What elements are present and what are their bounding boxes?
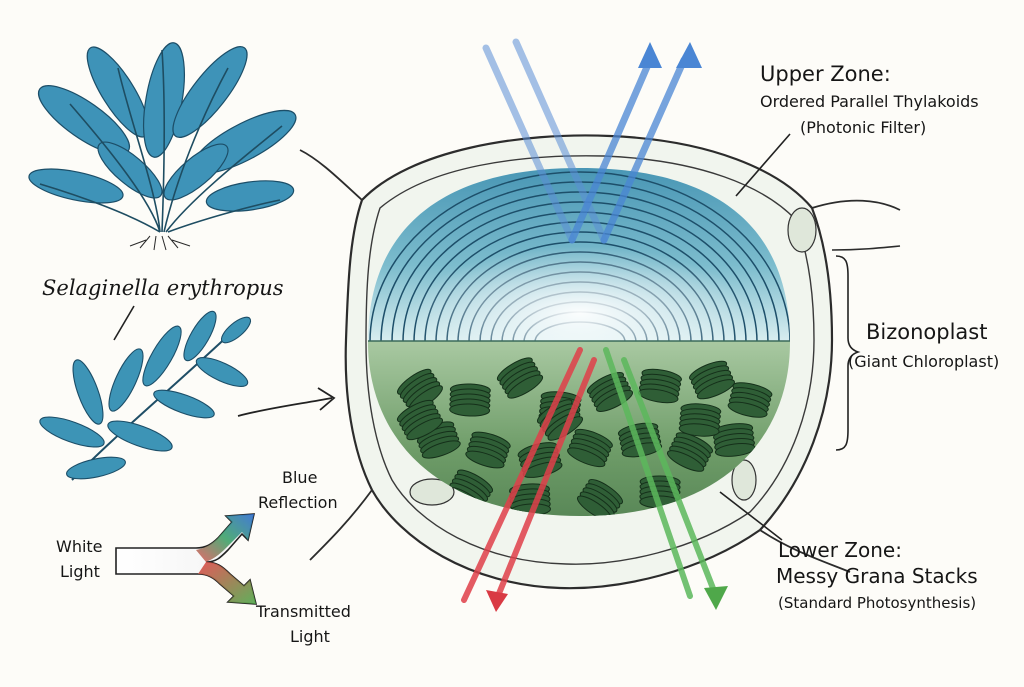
grana-stack	[496, 357, 544, 399]
grana-stack	[397, 368, 443, 412]
upper-zone-line1: Ordered Parallel Thylakoids	[760, 92, 979, 111]
upper-zone-title: Upper Zone:	[760, 62, 891, 86]
legend-transmitted-line1: Transmitted	[256, 602, 351, 621]
annotation-leaders	[719, 133, 861, 541]
species-leader-line	[113, 305, 135, 341]
fern-plant-icon	[28, 42, 297, 251]
grana-stack	[449, 383, 491, 417]
curved-arrow-icon	[237, 387, 336, 417]
lower-zone-line1: Messy Grana Stacks	[776, 564, 978, 588]
legend-reflected-line2: Reflection	[258, 493, 338, 512]
lower-zone-title: Lower Zone:	[778, 538, 902, 562]
grana-stack	[396, 399, 444, 441]
upper-zone-line2: (Photonic Filter)	[800, 118, 927, 137]
grana-stack	[576, 478, 624, 516]
bizonoplast-title: Bizonoplast	[866, 320, 988, 344]
species-name: Selaginella erythropus	[42, 276, 284, 300]
grana-stack	[567, 428, 613, 468]
legend-input-line1: White	[56, 537, 103, 556]
legend-transmitted-line2: Light	[290, 627, 330, 646]
fern-frond-icon	[39, 310, 252, 481]
grana-stack	[666, 432, 714, 472]
legend-reflected-line1: Blue	[282, 468, 318, 487]
legend-input-line2: Light	[60, 562, 100, 581]
grana-stack	[638, 368, 682, 404]
grana-stack	[678, 403, 722, 437]
grana-stack	[689, 360, 735, 400]
light-rays	[461, 38, 728, 612]
grana-stack	[727, 382, 773, 418]
grana-stack	[465, 431, 511, 469]
lower-zone-line2: (Standard Photosynthesis)	[778, 594, 977, 612]
light-split-arrow-icon	[115, 513, 258, 605]
bizonoplast-subtitle: (Giant Chloroplast)	[848, 352, 1000, 371]
